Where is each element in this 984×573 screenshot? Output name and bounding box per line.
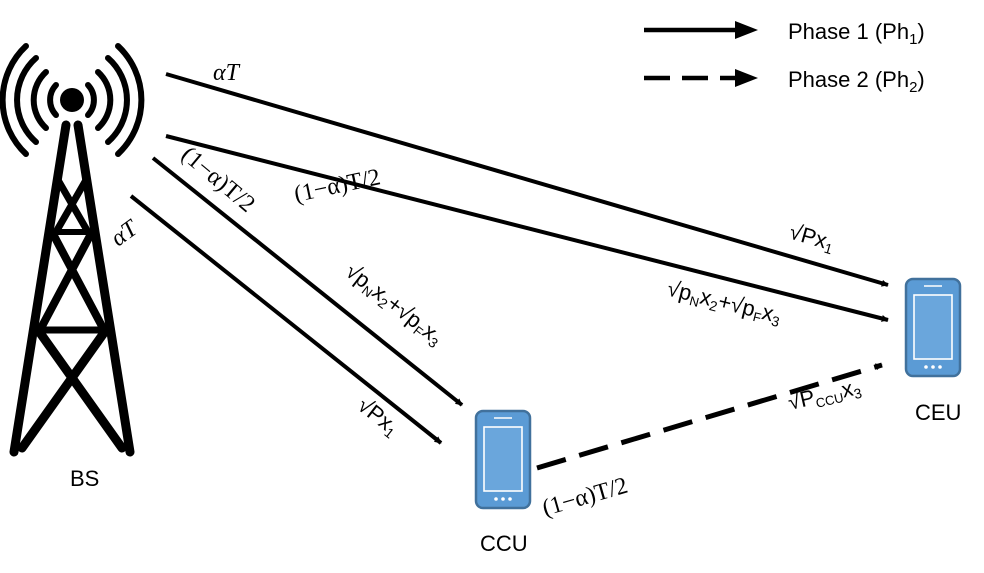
signal-ccu-phase1: √Px1	[352, 392, 405, 441]
label-alpha-t-top: αT	[213, 60, 241, 86]
legend: Phase 1 (Ph1) Phase 2 (Ph2)	[644, 19, 925, 96]
tower-icon	[0, 43, 145, 457]
link-bs-ceu-phase1	[165, 72, 889, 287]
link-ccu-ceu-relay	[536, 362, 883, 471]
label-alpha-t-left: αT	[106, 215, 144, 252]
legend-phase1-label: Phase 1 (Ph1)	[788, 19, 925, 48]
antenna-head	[60, 88, 84, 112]
phone-icon-ccu	[474, 409, 532, 510]
phone-icon-ceu	[904, 277, 962, 378]
ceu-label: CEU	[915, 400, 961, 425]
link-bs-ccu-phase2	[151, 156, 464, 407]
signal-ceu-phase2: √pNx2+√pFx3	[664, 276, 784, 330]
legend-dashed-arrowhead	[735, 69, 758, 87]
legend-phase2-label: Phase 2 (Ph2)	[788, 67, 925, 96]
label-one-minus-alpha-ccu: (1−α)T/2	[176, 142, 260, 218]
link-bs-ceu-phase2	[165, 134, 889, 322]
signal-relay: √PCCUx3	[786, 374, 864, 417]
link-bs-ccu-phase1	[129, 194, 443, 445]
legend-solid-arrowhead	[735, 21, 758, 39]
signal-ceu-phase1: √Px1	[786, 219, 837, 258]
bs-label: BS	[70, 466, 99, 491]
signal-ccu-phase2: √pNx2+√pFx3	[340, 258, 449, 351]
ccu-label: CCU	[480, 531, 528, 556]
label-one-minus-alpha-relay: (1−α)T/2	[539, 473, 630, 522]
